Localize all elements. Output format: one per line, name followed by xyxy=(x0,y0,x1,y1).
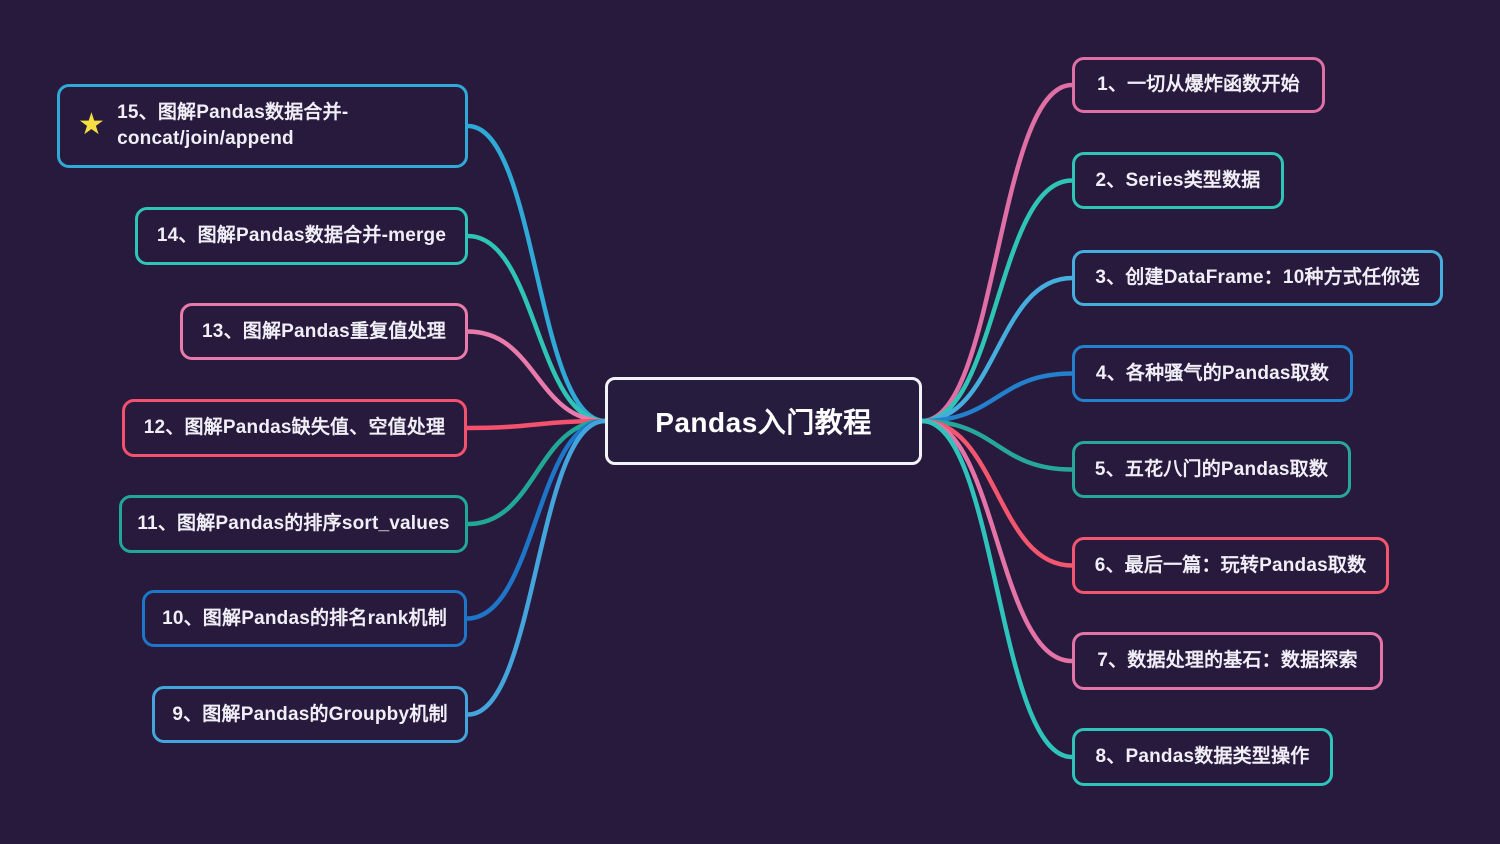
branch-node-label: 3、创建DataFrame：10种方式任你选 xyxy=(1095,267,1420,289)
connector-5 xyxy=(919,418,1075,472)
branch-node-5[interactable]: 5、五花八门的Pandas取数 xyxy=(1072,441,1351,498)
branch-node-12[interactable]: 12、图解Pandas缺失值、空值处理 xyxy=(122,399,467,457)
branch-node-2[interactable]: 2、Series类型数据 xyxy=(1072,152,1284,209)
branch-node-label: 15、图解Pandas数据合并-concat/join/append xyxy=(117,102,349,149)
connector-7 xyxy=(919,418,1075,664)
branch-node-label: 13、图解Pandas重复值处理 xyxy=(202,320,446,342)
connector-4 xyxy=(919,371,1075,424)
branch-node-label: 4、各种骚气的Pandas取数 xyxy=(1095,362,1330,384)
star-icon: ★ xyxy=(78,108,106,141)
center-node-label: Pandas入门教程 xyxy=(655,407,872,438)
branch-node-9[interactable]: 9、图解Pandas的Groupby机制 xyxy=(152,686,468,743)
connector-2 xyxy=(919,178,1075,424)
connector-13 xyxy=(465,329,608,424)
branch-node-label: 9、图解Pandas的Groupby机制 xyxy=(172,703,448,725)
branch-node-label: 11、图解Pandas的排序sort_values xyxy=(137,513,450,535)
branch-node-label: 14、图解Pandas数据合并-merge xyxy=(156,225,447,247)
connector-14 xyxy=(465,233,608,424)
connector-11 xyxy=(465,418,608,527)
connector-8 xyxy=(919,418,1075,760)
connector-1 xyxy=(919,82,1075,424)
branch-node-13[interactable]: 13、图解Pandas重复值处理 xyxy=(180,303,468,360)
branch-node-14[interactable]: 14、图解Pandas数据合并-merge xyxy=(135,207,468,265)
connector-10 xyxy=(464,418,608,621)
branch-node-6[interactable]: 6、最后一篇：玩转Pandas取数 xyxy=(1072,537,1389,594)
connector-6 xyxy=(919,418,1075,568)
branch-node-4[interactable]: 4、各种骚气的Pandas取数 xyxy=(1072,345,1353,402)
branch-node-7[interactable]: 7、数据处理的基石：数据探索 xyxy=(1072,632,1383,690)
branch-node-label: 8、Pandas数据类型操作 xyxy=(1095,746,1310,768)
branch-node-label: 12、图解Pandas缺失值、空值处理 xyxy=(143,417,446,439)
branch-node-label: 7、数据处理的基石：数据探索 xyxy=(1097,650,1358,672)
connector-3 xyxy=(919,275,1075,424)
branch-node-11[interactable]: 11、图解Pandas的排序sort_values xyxy=(119,495,468,553)
connector-15 xyxy=(465,123,608,424)
branch-node-label: 5、五花八门的Pandas取数 xyxy=(1094,458,1329,480)
center-node-pandas-tutorial[interactable]: Pandas入门教程 xyxy=(605,377,922,465)
connector-12 xyxy=(464,418,608,431)
branch-node-label: 10、图解Pandas的排名rank机制 xyxy=(162,607,447,629)
branch-node-label: 2、Series类型数据 xyxy=(1095,169,1261,191)
branch-node-10[interactable]: 10、图解Pandas的排名rank机制 xyxy=(142,590,467,647)
branch-node-8[interactable]: 8、Pandas数据类型操作 xyxy=(1072,728,1333,786)
connector-9 xyxy=(465,418,608,717)
branch-node-label: 6、最后一篇：玩转Pandas取数 xyxy=(1094,554,1367,576)
branch-node-15[interactable]: ★ 15、图解Pandas数据合并-concat/join/append xyxy=(57,84,468,168)
branch-node-label: 1、一切从爆炸函数开始 xyxy=(1097,74,1300,96)
branch-node-1[interactable]: 1、一切从爆炸函数开始 xyxy=(1072,57,1325,113)
branch-node-3[interactable]: 3、创建DataFrame：10种方式任你选 xyxy=(1072,250,1443,306)
